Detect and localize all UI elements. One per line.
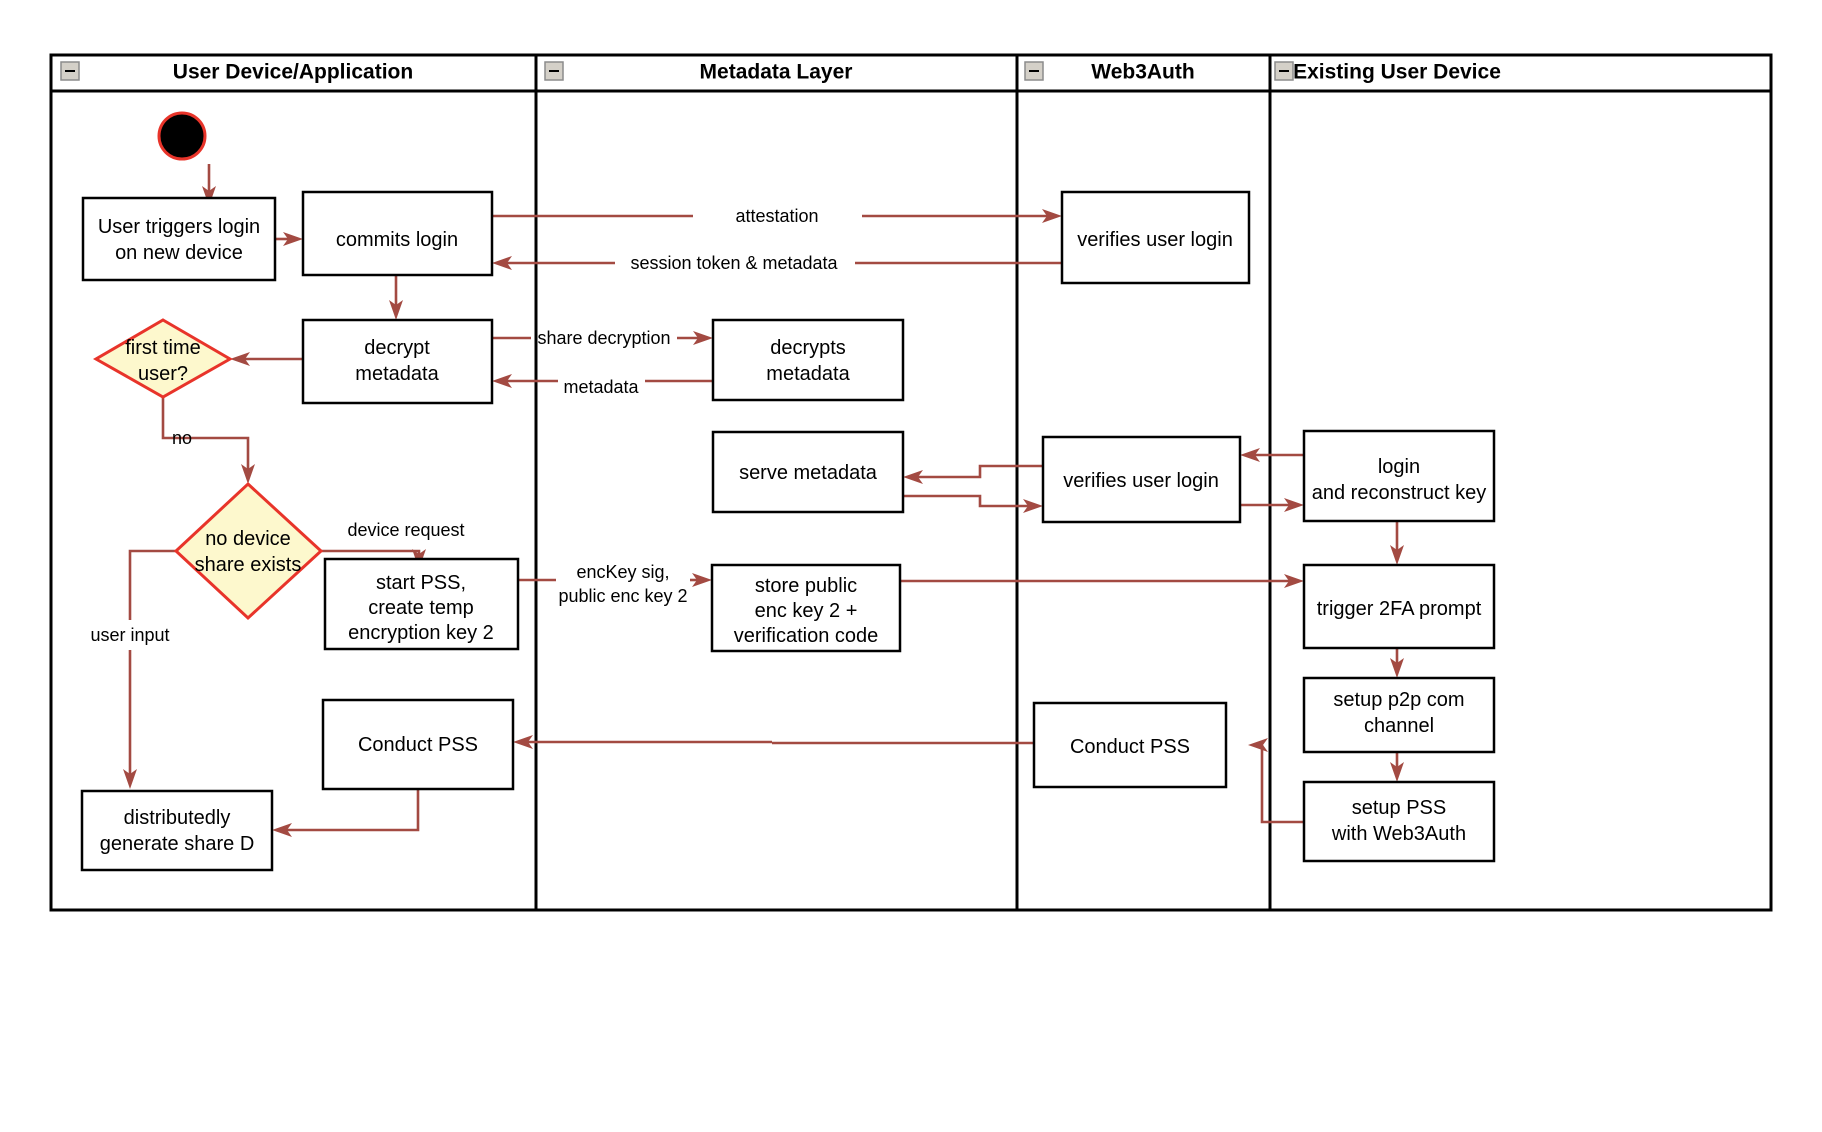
edge-web3auth-to-commits: session token & metadata [492,253,1062,273]
edge-nodevice-to-generate-share: user input [90,549,176,789]
node-setup-pss-line1: setup PSS [1352,797,1447,819]
node-conduct-pss-user-label: Conduct PSS [358,734,478,756]
edge-label-device-request: device request [347,520,464,540]
node-generate-share-line2: generate share D [100,833,255,855]
lane-title-web3auth: Web3Auth [1091,61,1194,84]
node-user-triggers-login-line2: on new device [115,242,243,264]
node-conduct-pss-user[interactable]: Conduct PSS [321,698,515,791]
node-setup-p2p-line2: channel [1364,715,1434,737]
node-decrypts-metadata[interactable]: decrypts metadata [711,318,905,402]
node-user-triggers-login-line1: User triggers login [98,216,260,238]
edge-conduct-user-to-generate-share [272,789,420,837]
node-trigger-2fa-prompt[interactable]: trigger 2FA prompt [1302,563,1496,650]
edge-decrypt-to-decrypts: share decryption [492,328,713,348]
edge-store-to-trigger2fa [900,574,1304,588]
edge-setuppss-to-conduct-web3auth [1248,738,1304,824]
edge-label-enckey-sig-line2: public enc key 2 [558,586,687,606]
node-no-device-share-line2: share exists [195,554,302,576]
node-trigger-2fa-prompt-label: trigger 2FA prompt [1317,598,1482,620]
node-distributedly-generate-share-d[interactable]: distributedly generate share D [80,789,274,872]
node-verifies-user-login-mid-label: verifies user login [1063,470,1219,492]
edge-trigger2fa-to-p2p [1390,648,1404,678]
node-store-public-enc-key-2[interactable]: store public enc key 2 + verification co… [710,563,902,653]
edge-decrypts-to-decrypt: metadata [492,374,713,397]
node-first-time-user[interactable]: first time user? [92,318,234,399]
edge-firsttime-to-nodevice: no [161,397,255,484]
node-decrypt-metadata-line1: decrypt [364,337,430,359]
edge-decrypt-to-firsttime [230,352,303,366]
lane-header-existing-device[interactable]: Existing User Device [1274,61,1501,84]
node-login-reconstruct-line1: login [1378,456,1420,478]
edge-serve-to-verifies-mid [903,494,1043,513]
node-setup-p2p-line1: setup p2p com [1333,689,1464,711]
edge-startpss-to-store: encKey sig, public enc key 2 [518,562,712,606]
node-conduct-pss-web3auth-label: Conduct PSS [1070,736,1190,758]
node-conduct-pss-web3auth[interactable]: Conduct PSS [1032,701,1228,789]
node-no-device-share-line1: no device [205,528,291,550]
node-setup-p2p-com-channel[interactable]: setup p2p com channel [1302,676,1496,754]
edge-login-to-trigger2fa [1390,521,1404,565]
node-decrypts-metadata-line1: decrypts [770,337,846,359]
node-generate-share-line1: distributedly [124,807,231,829]
collapse-minus-icon[interactable] [1024,61,1044,81]
collapse-minus-icon[interactable] [1274,61,1294,81]
node-store-key-line2: enc key 2 + [755,600,858,622]
node-setup-pss-with-web3auth[interactable]: setup PSS with Web3Auth [1302,780,1496,863]
swimlane-outer-border [49,53,1773,912]
node-setup-pss-line2: with Web3Auth [1331,823,1466,845]
lane-title-user-device: User Device/Application [173,61,413,84]
node-first-time-user-line2: user? [138,363,188,385]
edge-existing-to-verifies-mid [1240,448,1304,462]
node-store-key-line1: store public [755,575,857,597]
lane-title-existing-device: Existing User Device [1293,61,1501,84]
node-user-triggers-login[interactable]: User triggers login on new device [81,196,277,282]
lane-header-metadata[interactable]: Metadata Layer [544,61,853,84]
lane-title-metadata: Metadata Layer [700,61,853,84]
node-serve-metadata[interactable]: serve metadata [711,430,905,514]
node-verifies-user-login-mid[interactable]: verifies user login [1041,435,1242,524]
edge-verifies-mid-to-existing [1240,498,1304,512]
node-verifies-user-login-top-label: verifies user login [1077,229,1233,251]
node-start-pss-line3: encryption key 2 [348,622,494,644]
node-serve-metadata-label: serve metadata [739,462,878,484]
edge-p2p-to-setuppss [1390,752,1404,782]
edge-label-session-token: session token & metadata [630,253,838,273]
edge-user-triggers-to-commits [275,232,303,246]
node-decrypts-metadata-line2: metadata [766,363,850,385]
node-login-reconstruct-line2: and reconstruct key [1312,482,1487,504]
collapse-minus-icon[interactable] [60,61,80,81]
node-start-pss-create-temp-key[interactable]: start PSS, create temp encryption key 2 [323,557,520,651]
node-decrypt-metadata[interactable]: decrypt metadata [301,318,494,405]
node-first-time-user-line1: first time [125,337,201,359]
lane-header-web3auth[interactable]: Web3Auth [1024,61,1195,84]
edge-label-enckey-sig-line1: encKey sig, [576,562,669,582]
edge-start-to-user-triggers [202,164,216,206]
edge-conduct-web3auth-to-conduct-user [513,735,1034,749]
edge-label-attestation: attestation [735,206,818,226]
node-start[interactable] [157,111,207,161]
node-start-pss-line1: start PSS, [376,572,466,594]
node-commits-login[interactable]: commits login [301,190,494,277]
collapse-minus-icon[interactable] [544,61,564,81]
node-no-device-share-exists[interactable]: no device share exists [173,481,324,621]
node-start-pss-line2: create temp [368,597,474,619]
edge-commits-to-web3auth: attestation [492,206,1062,226]
node-login-and-reconstruct-key[interactable]: login and reconstruct key [1302,429,1496,523]
edge-label-no: no [172,428,192,448]
node-verifies-user-login-top[interactable]: verifies user login [1060,190,1251,285]
node-decrypt-metadata-line2: metadata [355,363,439,385]
edge-label-share-decryption: share decryption [537,328,670,348]
node-store-key-line3: verification code [734,625,879,647]
lane-header-user-device[interactable]: User Device/Application [60,61,413,84]
edge-label-metadata: metadata [563,377,639,397]
swimlane-frame [49,53,1773,912]
node-commits-login-label: commits login [336,229,458,251]
edge-label-user-input: user input [90,625,169,645]
edge-commits-to-decrypt [389,275,403,320]
edge-verifies-mid-to-serve [903,464,1043,484]
